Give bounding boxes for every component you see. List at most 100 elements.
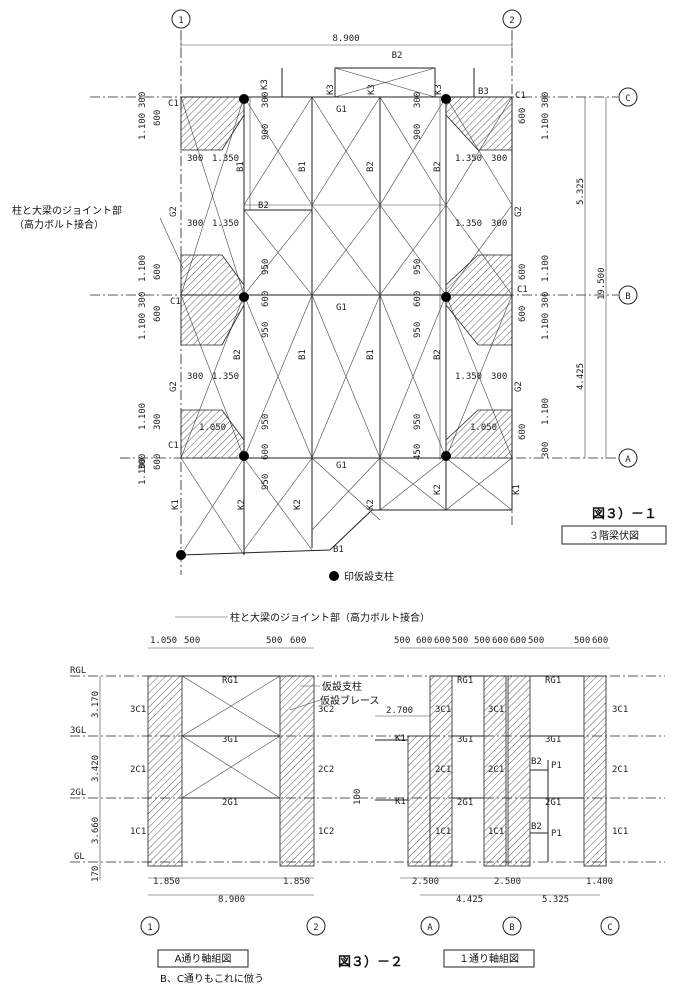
svg-text:600: 600 <box>153 264 163 280</box>
svg-text:1.350: 1.350 <box>212 219 239 229</box>
elev-dim: 100 <box>353 789 363 805</box>
grid-bubble-2-bottom: 2 <box>306 916 326 936</box>
frame-elevations: 柱と大梁のジョイント部（高力ボルト接合） RGL 3GL 2GL GL 3.17… <box>70 611 665 985</box>
level-label: 2GL <box>70 788 86 798</box>
joint-annotation-sub: （高力ボルト接合） <box>14 218 104 231</box>
dim-overall-depth: 19.500 <box>597 267 607 300</box>
svg-text:1.350: 1.350 <box>455 372 482 382</box>
height-dim: 3.660 <box>91 817 101 844</box>
svg-text:600: 600 <box>518 108 528 124</box>
member-1C2: 1C2 <box>318 827 334 837</box>
label-B2: B2 <box>433 161 443 172</box>
elev-joint-annotation: 柱と大梁のジョイント部（高力ボルト接合） <box>230 611 430 624</box>
member-3C1: 3C1 <box>612 705 628 715</box>
member-2G1: 2G1 <box>222 798 238 808</box>
elev-dim: 4.425 <box>456 895 483 905</box>
elev-dim: 600 <box>434 636 450 646</box>
label-K3: K3 <box>367 84 377 95</box>
svg-text:1.100: 1.100 <box>138 255 148 282</box>
label-B2: B2 <box>366 161 376 172</box>
svg-text:600: 600 <box>153 110 163 126</box>
elev-dim: 500 <box>266 636 282 646</box>
member-3G1: 3G1 <box>545 735 561 745</box>
figure-number-2: 図３）－２ <box>338 954 403 970</box>
svg-text:300: 300 <box>153 414 163 430</box>
elev-dim: 1.850 <box>283 877 310 887</box>
member-K1: K1 <box>395 734 406 744</box>
elev-dim: 500 <box>394 636 410 646</box>
svg-text:950: 950 <box>413 322 423 338</box>
elev-dim: 500 <box>574 636 590 646</box>
svg-text:300: 300 <box>138 454 148 470</box>
label-G2: G2 <box>514 206 524 217</box>
label-K2: K2 <box>366 499 376 510</box>
label-B2-top: B2 <box>392 51 403 61</box>
grid-label: B <box>625 292 630 302</box>
svg-text:1.350: 1.350 <box>455 154 482 164</box>
svg-text:600: 600 <box>153 454 163 470</box>
label-K1: K1 <box>171 499 181 510</box>
elev-dim: 500 <box>528 636 544 646</box>
label-K2: K2 <box>237 499 247 510</box>
figure-title-1: ３階梁伏図 <box>589 529 639 542</box>
elev-dim: 1.050 <box>150 636 177 646</box>
grid-bubble-C: C <box>618 87 638 107</box>
member-1C1: 1C1 <box>130 827 146 837</box>
elev-dim: 600 <box>592 636 608 646</box>
svg-text:2: 2 <box>313 923 318 933</box>
grid-bubble-B-bottom: B <box>502 916 522 936</box>
caption-A-frame: A通り軸組図 <box>175 952 232 965</box>
svg-text:950: 950 <box>413 414 423 430</box>
svg-text:600: 600 <box>518 306 528 322</box>
figure-number-1: 図３）－１ <box>592 506 657 522</box>
label-G2: G2 <box>514 381 524 392</box>
member-RG1: RG1 <box>457 676 473 686</box>
label-G1: G1 <box>336 303 347 313</box>
svg-text:300: 300 <box>261 92 271 108</box>
dim-overall-width: 8.900 <box>332 34 359 44</box>
level-label: 3GL <box>70 726 86 736</box>
temp-brace-label: 仮設ブレース <box>320 694 380 707</box>
label-K2: K2 <box>293 499 303 510</box>
grid-bubble-B: B <box>618 285 638 305</box>
column-1-B1 <box>483 675 507 867</box>
svg-text:950: 950 <box>413 259 423 275</box>
svg-text:600: 600 <box>518 424 528 440</box>
svg-text:1.050: 1.050 <box>470 423 497 433</box>
svg-text:1.100: 1.100 <box>138 113 148 140</box>
column-A-2 <box>279 675 315 867</box>
elev-dim: 2.500 <box>494 877 521 887</box>
joint-hatch-areas <box>180 96 513 459</box>
member-B2: B2 <box>531 757 542 767</box>
svg-text:1.100: 1.100 <box>541 398 551 425</box>
svg-text:1.100: 1.100 <box>541 255 551 282</box>
label-C1: C1 <box>168 441 179 451</box>
member-2C1: 2C1 <box>488 765 504 775</box>
support-legend-dot <box>329 571 339 581</box>
member-3C1: 3C1 <box>488 705 504 715</box>
elev-dim: 500 <box>184 636 200 646</box>
elev-dim: 600 <box>290 636 306 646</box>
elev-dim: 600 <box>510 636 526 646</box>
label-K3: K3 <box>434 84 444 95</box>
member-2G1: 2G1 <box>457 798 473 808</box>
svg-text:B: B <box>509 923 514 933</box>
member-P1: P1 <box>551 761 562 771</box>
svg-text:300: 300 <box>187 154 203 164</box>
dim-span-upper: 5.325 <box>576 178 586 205</box>
member-2C1: 2C1 <box>612 765 628 775</box>
beam-plan: 1 2 C B A 8.900 B <box>12 9 667 583</box>
svg-text:C: C <box>607 923 612 933</box>
svg-text:A: A <box>427 923 433 933</box>
label-B1: B1 <box>298 161 308 172</box>
svg-text:1.100: 1.100 <box>138 403 148 430</box>
caption-A-note: B、C通りもこれに倣う <box>160 972 264 985</box>
member-1C1: 1C1 <box>612 827 628 837</box>
label-C1: C1 <box>168 99 179 109</box>
svg-text:900: 900 <box>413 124 423 140</box>
elev-dim: 600 <box>492 636 508 646</box>
label-B2: B2 <box>233 349 243 360</box>
svg-text:1.100: 1.100 <box>138 458 148 485</box>
grid-bubble-1-top: 1 <box>171 9 191 29</box>
member-3C2: 3C2 <box>318 705 334 715</box>
